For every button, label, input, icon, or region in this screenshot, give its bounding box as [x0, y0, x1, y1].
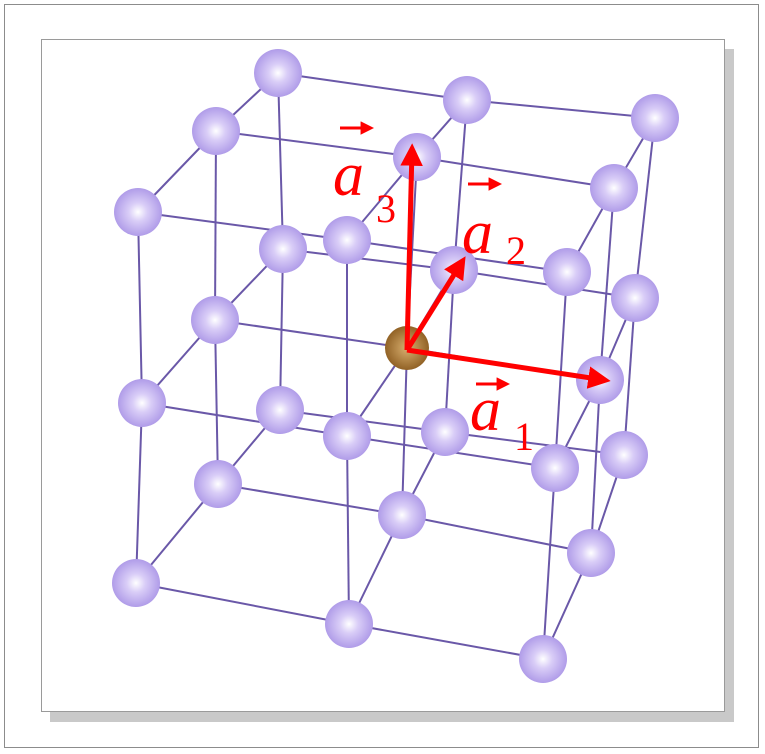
bond-line — [135, 402, 143, 584]
bond-line — [401, 514, 592, 554]
vector-a2-letter: a — [462, 199, 493, 267]
lattice-atom — [192, 107, 240, 155]
lattice-atom — [631, 94, 679, 142]
vector-a2-arrow — [404, 256, 466, 352]
lattice-atom — [600, 431, 648, 479]
vector-a1-subscript: 1 — [514, 414, 534, 459]
bond-line — [215, 130, 418, 158]
bond-line — [444, 431, 625, 456]
bond-line — [348, 623, 544, 660]
lattice-atom — [393, 133, 441, 181]
lattice-atom — [611, 274, 659, 322]
lattice-atom — [323, 216, 371, 264]
lattice-atom — [259, 225, 307, 273]
bond-line — [214, 319, 219, 485]
lattice-atom — [323, 412, 371, 460]
bond-line — [542, 467, 556, 660]
bond-line — [277, 72, 284, 250]
vector-a3-letter: a — [333, 141, 364, 209]
vector-a1-letter: a — [470, 376, 501, 444]
lattice-atom — [519, 635, 567, 683]
bond-line — [346, 435, 350, 625]
lattice-atom — [256, 386, 304, 434]
bond-line — [554, 271, 568, 469]
bond-line — [590, 379, 601, 554]
bond-line — [137, 211, 143, 404]
lattice-atom — [325, 600, 373, 648]
bond-line — [279, 248, 284, 411]
bond-line — [214, 319, 408, 349]
bond-line — [217, 483, 403, 516]
lattice-atom — [112, 559, 160, 607]
lattice-atom — [531, 444, 579, 492]
bond-line — [141, 402, 348, 437]
bond-line — [401, 347, 408, 516]
bond-line — [277, 72, 468, 101]
lattice-atom — [191, 296, 239, 344]
bond-line — [214, 130, 217, 321]
lattice-atoms — [112, 49, 679, 683]
bond-line — [416, 156, 615, 189]
lattice-atom — [421, 408, 469, 456]
bond-line — [137, 211, 348, 241]
bond-line — [466, 99, 656, 119]
bond-line — [282, 248, 455, 271]
bond-line — [135, 582, 350, 625]
lattice-atom — [114, 188, 162, 236]
bond-line — [634, 117, 656, 299]
lattice-atom — [543, 248, 591, 296]
lattice-atom — [254, 49, 302, 97]
lattice-atom — [443, 76, 491, 124]
bond-line — [453, 269, 636, 299]
lattice-atom — [567, 529, 615, 577]
basis-vectors — [400, 143, 611, 389]
bond-line — [444, 269, 455, 433]
lattice-atom — [194, 460, 242, 508]
vector-a2-subscript: 2 — [506, 228, 526, 273]
lattice-atom — [118, 379, 166, 427]
vector-a1-arrow — [406, 347, 611, 389]
lattice-atom — [378, 491, 426, 539]
bond-line — [599, 187, 615, 381]
vector-a3-subscript: 3 — [376, 186, 396, 231]
vector-a3-arrow — [400, 143, 423, 351]
bond-line — [623, 297, 636, 456]
lattice-atom — [590, 164, 638, 212]
bond-line — [453, 99, 468, 271]
